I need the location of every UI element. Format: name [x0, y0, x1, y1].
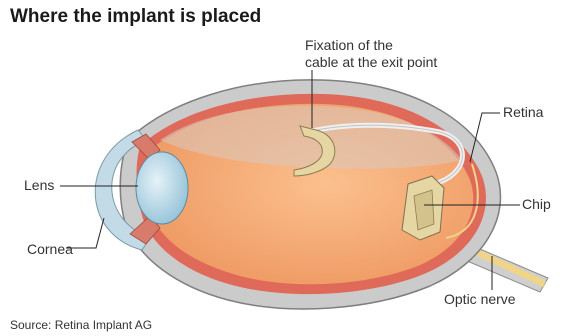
label-cornea: Cornea	[27, 241, 73, 258]
source-credit: Source: Retina Implant AG	[10, 318, 152, 332]
label-retina: Retina	[503, 104, 543, 121]
label-fixation: Fixation of the cable at the exit point	[305, 37, 437, 71]
label-lens: Lens	[24, 177, 54, 194]
label-fixation-line2: cable at the exit point	[305, 54, 437, 71]
label-chip: Chip	[522, 196, 551, 213]
lens	[136, 152, 188, 224]
label-fixation-line1: Fixation of the	[305, 37, 437, 54]
chip	[402, 176, 444, 240]
label-optic-nerve: Optic nerve	[444, 291, 516, 308]
